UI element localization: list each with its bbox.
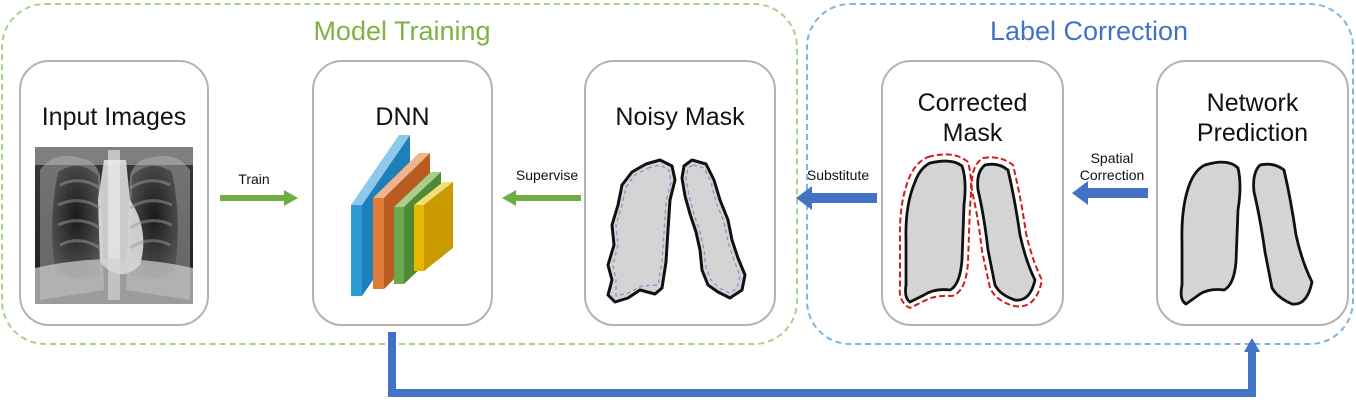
supervise-arrow: [502, 190, 581, 206]
network-prediction-title-line2: Prediction: [1196, 119, 1309, 147]
supervise-label: Supervise: [515, 167, 579, 183]
corrected-mask-lungs: [898, 153, 1044, 310]
corrected-mask-title-line2: Mask: [942, 119, 1003, 147]
network-prediction-lungs: [1179, 160, 1314, 306]
network-prediction-title-line1: Network: [1206, 89, 1299, 117]
substitute-arrow: [796, 186, 877, 210]
label-correction-title: Label Correction: [989, 16, 1189, 46]
spatial-correction-label-line1: Spatial: [1090, 150, 1134, 166]
network-prediction-card: Network Prediction: [1156, 60, 1349, 326]
spatial-correction-arrow: [1072, 181, 1148, 205]
model-training-group: [1, 3, 798, 345]
input-images-title: Input Images: [41, 103, 187, 131]
feedback-arrow: [388, 332, 1260, 397]
train-arrow: [220, 190, 298, 206]
corrected-mask-title-line1: Corrected: [917, 89, 1028, 117]
model-training-title: Model Training: [313, 16, 491, 46]
dnn-layers: [351, 135, 453, 296]
chest-xray-image: [35, 147, 193, 304]
dnn-title: DNN: [375, 103, 430, 131]
substitute-label: Substitute: [806, 167, 870, 183]
noisy-mask-title: Noisy Mask: [615, 103, 745, 131]
noisy-mask-lungs: [606, 158, 747, 304]
train-label: Train: [238, 171, 270, 187]
spatial-correction-label-line2: Correction: [1079, 167, 1145, 183]
label-correction-group: [806, 3, 1354, 345]
